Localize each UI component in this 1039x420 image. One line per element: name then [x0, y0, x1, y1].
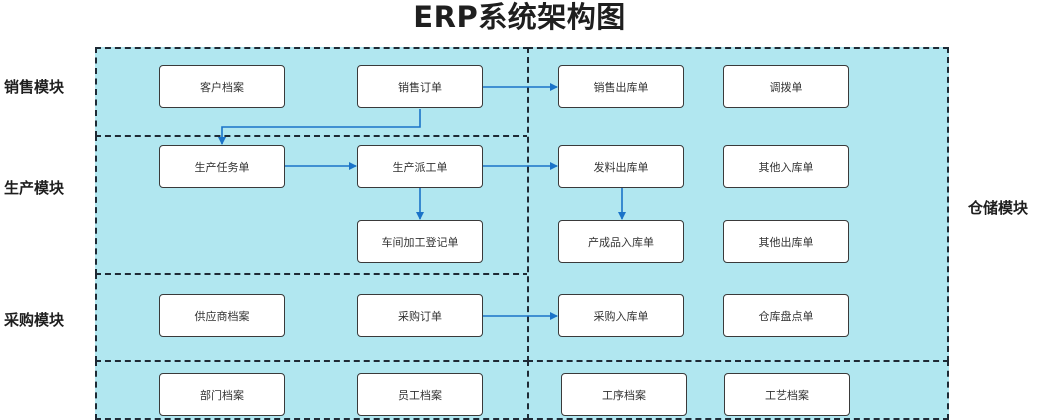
node-sales-outbound: 销售出库单 [558, 65, 684, 108]
node-other-inbound: 其他入库单 [723, 145, 849, 188]
node-purchase-inbound: 采购入库单 [558, 294, 684, 337]
node-transfer-order: 调拨单 [723, 65, 849, 108]
node-department-file: 部门档案 [159, 373, 285, 416]
node-production-dispatch: 生产派工单 [357, 145, 483, 188]
node-employee-file: 员工档案 [357, 373, 483, 416]
node-supplier-file: 供应商档案 [159, 294, 285, 337]
module-label-purchase: 采购模块 [4, 311, 65, 329]
node-material-issue: 发料出库单 [558, 145, 684, 188]
node-finished-goods-inbound: 产成品入库单 [558, 220, 684, 263]
node-customer-file: 客户档案 [159, 65, 285, 108]
node-warehouse-stocktake: 仓库盘点单 [723, 294, 849, 337]
diagram-title: ERP系统架构图 [413, 0, 626, 34]
node-production-task: 生产任务单 [159, 145, 285, 188]
node-other-outbound: 其他出库单 [723, 220, 849, 263]
module-label-production: 生产模块 [4, 179, 65, 197]
node-purchase-order: 采购订单 [357, 294, 483, 337]
module-label-sales: 销售模块 [4, 78, 65, 96]
node-workshop-registration: 车间加工登记单 [357, 220, 483, 263]
node-process-file: 工序档案 [561, 373, 687, 416]
node-sales-order: 销售订单 [357, 65, 483, 108]
node-craft-file: 工艺档案 [724, 373, 850, 416]
module-label-warehouse: 仓储模块 [968, 199, 1029, 217]
